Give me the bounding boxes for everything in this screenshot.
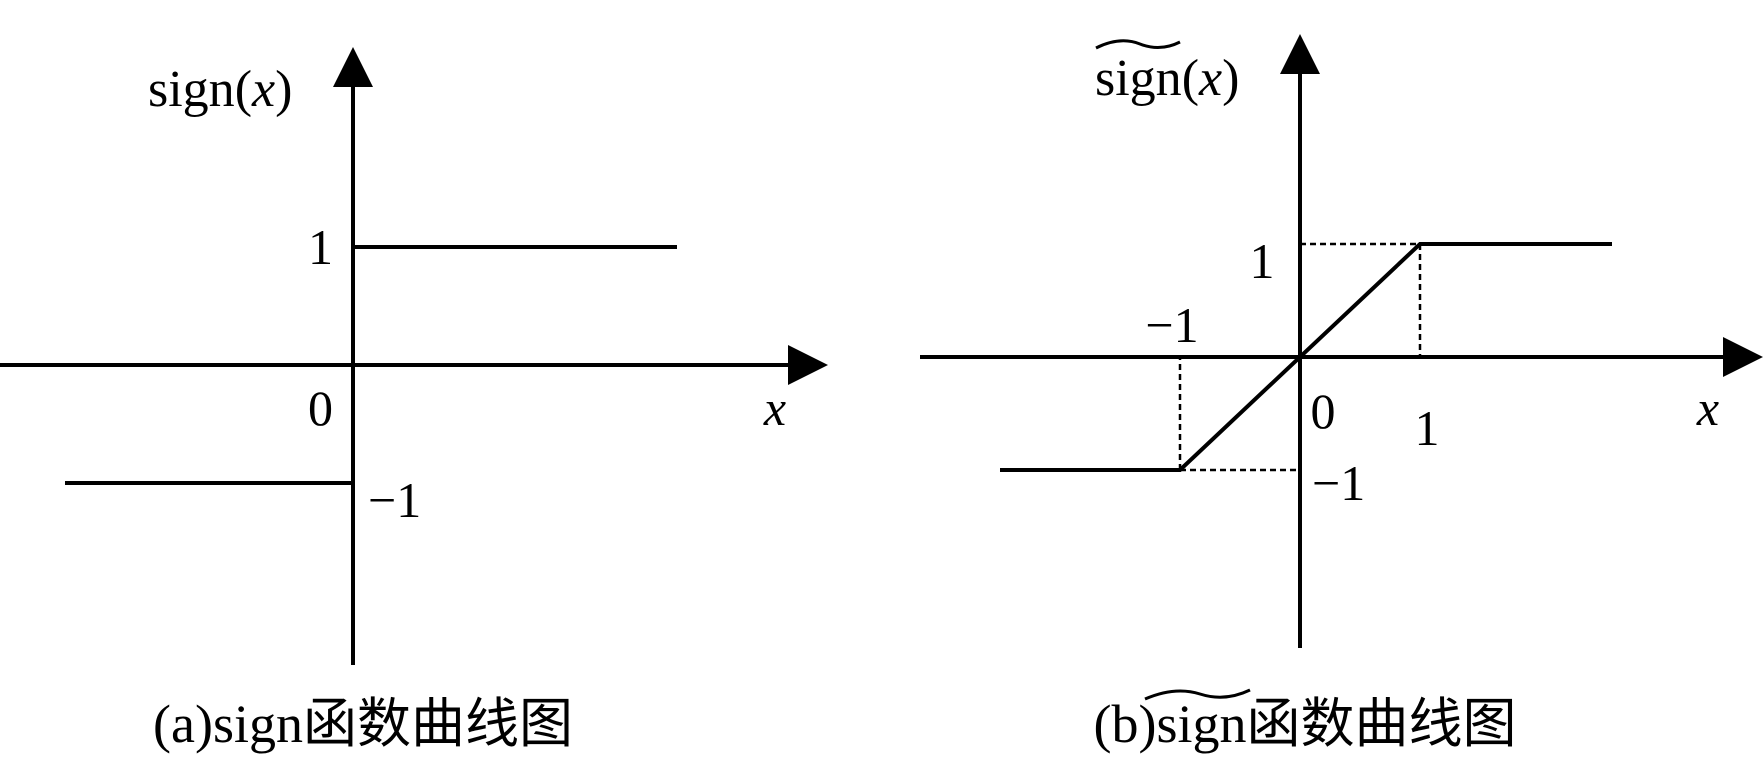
panel-a-x-axis-title: x (763, 380, 786, 436)
panel-b-series-0-line (1000, 242, 1612, 472)
panel-b-y-var: x (1198, 50, 1222, 107)
panel-b-curve (1000, 242, 1612, 472)
panel-b-y-tilde (1095, 39, 1181, 50)
panel-b-guides (1178, 242, 1422, 472)
panel-b: sign(x) 1 −1 1 −1 0 x (b)sign函数曲线图 (920, 34, 1763, 754)
panel-b-caption: (b)sign函数曲线图 (1094, 694, 1517, 754)
panel-a-tick-label-neg1: −1 (368, 472, 421, 528)
panel-b-tick-label-xneg1: −1 (1145, 297, 1198, 353)
panel-b-y-paren-open: ( (1182, 50, 1199, 107)
panel-b-y-func: sign (1095, 50, 1182, 107)
panel-a-y-axis-title: sign(x) (148, 61, 292, 118)
panel-a-y-var: x (251, 61, 275, 118)
panel-a: sign(x) 1 −1 0 x (a)sign函数曲线图 (0, 47, 828, 754)
panel-a-curve (65, 245, 677, 485)
panel-b-tick-label-x1: 1 (1415, 400, 1440, 456)
panel-b-caption-tilde (1144, 688, 1251, 701)
panel-a-y-paren-close: ) (275, 61, 292, 118)
panel-a-y-paren-open: ( (235, 61, 252, 118)
panel-a-caption: (a)sign函数曲线图 (153, 694, 573, 754)
panel-b-x-axis-title: x (1696, 380, 1719, 436)
panel-b-tick-label-y1: 1 (1250, 233, 1275, 289)
panel-b-y-paren-close: ) (1222, 50, 1239, 107)
panel-a-origin-label: 0 (308, 380, 333, 436)
panel-b-origin-label: 0 (1311, 383, 1336, 439)
panel-b-y-axis-title: sign(x) (1095, 50, 1239, 107)
panel-a-tick-label-1: 1 (308, 219, 333, 275)
panel-b-tick-label-yneg1: −1 (1312, 455, 1365, 511)
panel-a-y-func: sign (148, 61, 235, 118)
